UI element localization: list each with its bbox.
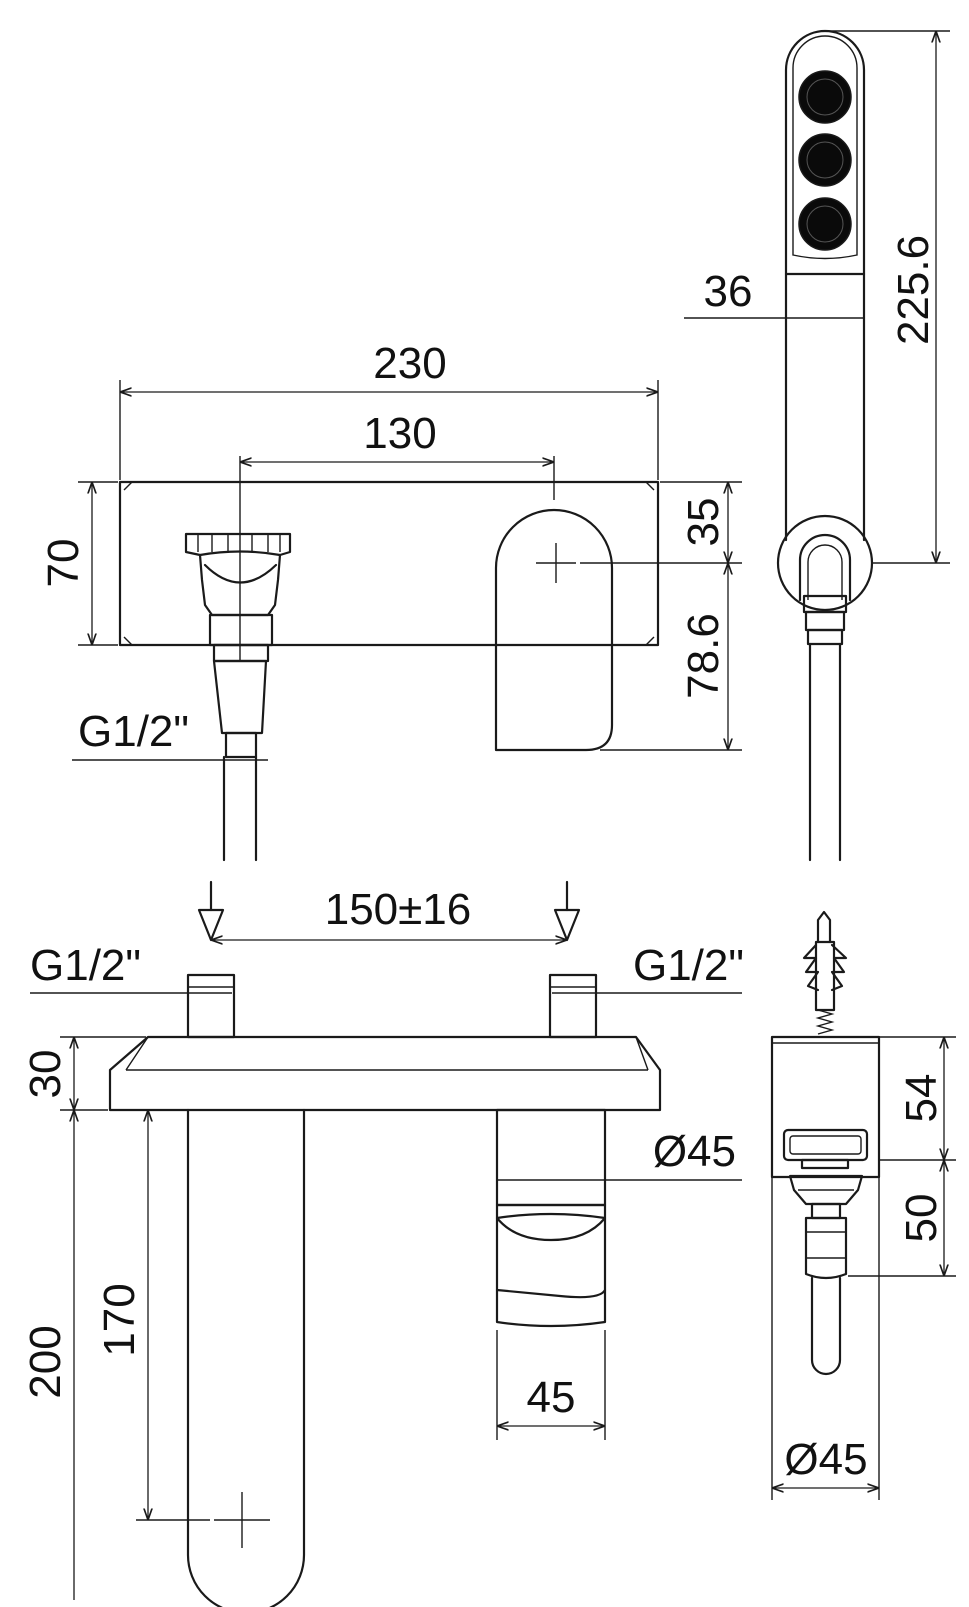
spout <box>186 1108 306 1607</box>
dim-inlet-spacing: 150±16 <box>325 885 472 934</box>
mixer-body <box>495 1108 607 1328</box>
label-inlet-thread-left: G1/2" <box>30 941 141 990</box>
front-view: 230 130 70 35 78.6 G1/2" <box>39 339 742 862</box>
dim-holder-height: 54 <box>897 1074 946 1123</box>
top-plate <box>108 1035 662 1112</box>
dim-spout-length: 170 <box>95 1283 144 1356</box>
side-outlet <box>788 1174 864 1376</box>
mixer-handle <box>494 508 614 752</box>
dim-handle-spacing: 130 <box>363 409 436 458</box>
hand-shower-view: 225.6 36 <box>684 29 950 862</box>
dim-overall-width: 230 <box>373 339 446 388</box>
dim-plate-height: 70 <box>39 539 88 588</box>
hose-connector <box>184 532 292 862</box>
dim-mixer-diameter: Ø45 <box>653 1127 736 1176</box>
dim-handle-length: 78.6 <box>679 613 728 699</box>
dim-mixer-width: 45 <box>527 1373 576 1422</box>
shower-bracket <box>776 514 874 862</box>
dim-handle-offset: 35 <box>679 498 728 547</box>
dim-outlet-length: 50 <box>897 1194 946 1243</box>
dim-spout-projection: 200 <box>21 1325 70 1398</box>
holder-block <box>770 1035 881 1179</box>
wall-plug <box>802 910 848 1035</box>
top-view: 150±16 G1/2" G1/2" 30 200 170 Ø45 45 <box>21 880 744 1607</box>
dim-shower-handle-width: 36 <box>704 267 753 316</box>
side-view: 54 50 Ø45 <box>770 910 956 1500</box>
dim-shower-length: 225.6 <box>889 235 938 345</box>
hand-shower <box>784 29 866 542</box>
dim-plate-depth: 30 <box>21 1050 70 1099</box>
label-hose-thread: G1/2" <box>78 707 189 756</box>
dim-side-diameter: Ø45 <box>784 1435 867 1484</box>
label-inlet-thread-right: G1/2" <box>633 941 744 990</box>
